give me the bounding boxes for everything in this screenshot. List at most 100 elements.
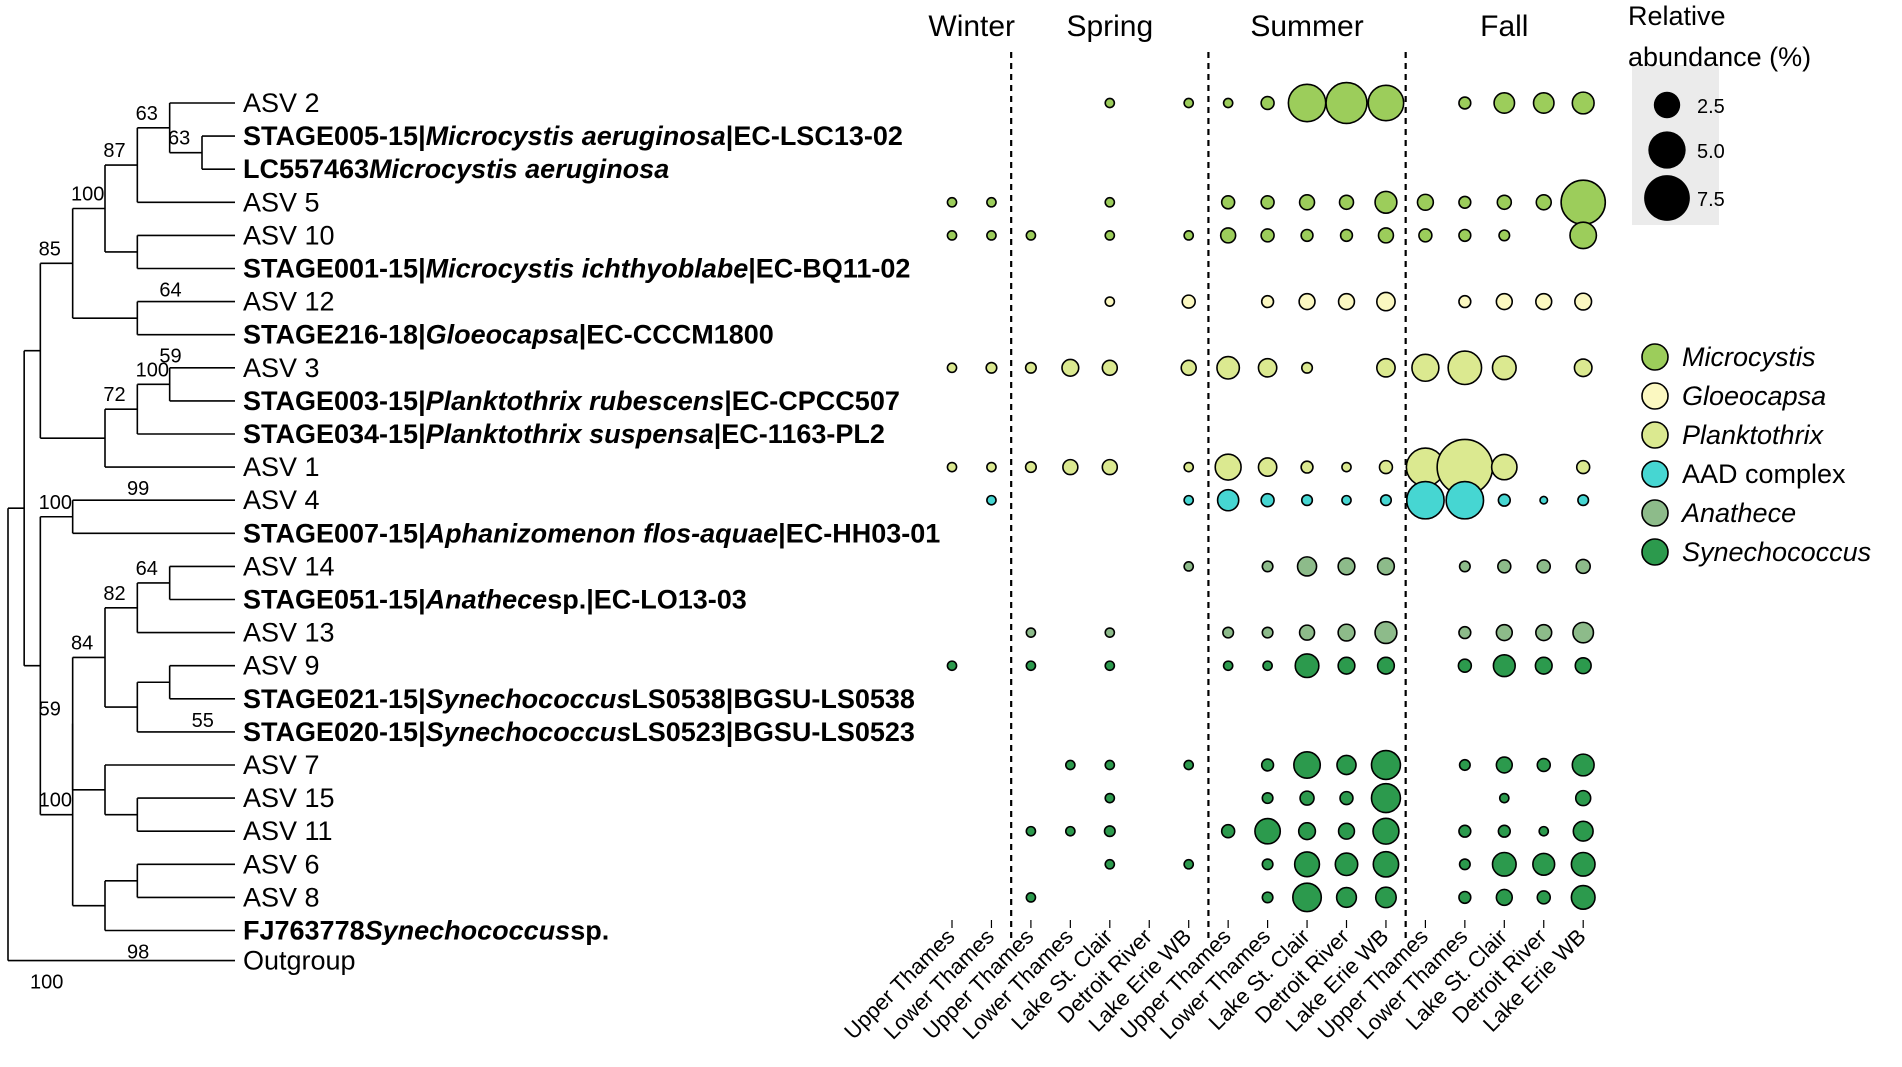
group-legend-swatch xyxy=(1641,460,1669,488)
abundance-bubble xyxy=(1104,660,1116,672)
abundance-bubble xyxy=(1298,624,1316,641)
group-legend-swatch xyxy=(1641,343,1669,371)
abundance-bubble xyxy=(1025,230,1037,241)
leaf-label-asv10: ASV 10 xyxy=(243,220,335,250)
group-legend-swatch xyxy=(1641,382,1669,410)
size-legend-label: 2.5 xyxy=(1697,96,1725,118)
abundance-bubble xyxy=(1534,656,1553,675)
abundance-bubble xyxy=(1574,789,1592,807)
abundance-bubble xyxy=(1261,560,1274,573)
abundance-bubble xyxy=(1104,230,1116,241)
abundance-bubble xyxy=(1025,660,1037,672)
abundance-bubble xyxy=(1337,292,1356,311)
leaf-label-stage003: STAGE003-15|Planktothrix rubescens|EC-CP… xyxy=(243,386,900,416)
abundance-bubble xyxy=(1498,792,1510,804)
abundance-bubble xyxy=(1374,190,1398,214)
abundance-bubble xyxy=(1496,194,1513,211)
abundance-bubble xyxy=(1334,852,1359,877)
leaf-label-stage021: STAGE021-15|SynechococcusLS0538|BGSU-LS0… xyxy=(243,684,915,714)
group-legend-label: Synechococcus xyxy=(1682,537,1871,567)
leaf-label-fj763778: FJ763778Synechococcussp. xyxy=(243,916,609,946)
group-legend-label: Planktothrix xyxy=(1682,420,1825,450)
abundance-bubble xyxy=(1296,556,1318,577)
abundance-bubble xyxy=(1532,852,1556,876)
season-header: Spring xyxy=(1066,10,1153,43)
abundance-bubble xyxy=(1261,858,1274,871)
abundance-bubble xyxy=(986,230,997,241)
abundance-bubble xyxy=(1497,824,1512,838)
leaf-label-asv9: ASV 9 xyxy=(243,651,320,681)
abundance-bubble xyxy=(1103,825,1116,838)
group-legend-swatch xyxy=(1641,538,1669,566)
abundance-bubble xyxy=(1216,355,1241,380)
abundance-bubble xyxy=(1458,560,1471,573)
bootstrap-support: 100 xyxy=(30,972,63,994)
abundance-bubble xyxy=(1574,292,1593,311)
abundance-bubble xyxy=(1061,358,1080,377)
abundance-bubble xyxy=(1222,97,1234,109)
abundance-bubble xyxy=(1024,361,1037,374)
abundance-bubble xyxy=(1493,91,1516,115)
abundance-bubble xyxy=(1379,494,1393,507)
abundance-bubble xyxy=(1262,660,1273,672)
group-legend-label: Gloeocapsa xyxy=(1682,381,1826,411)
abundance-bubble xyxy=(1101,359,1119,377)
bootstrap-support: 64 xyxy=(159,280,181,302)
abundance-bubble xyxy=(1325,81,1368,125)
leaf-label-asv12: ASV 12 xyxy=(243,287,335,317)
abundance-bubble xyxy=(1374,620,1398,645)
bootstrap-support: 63 xyxy=(136,103,158,125)
size-legend-label: 7.5 xyxy=(1697,189,1725,211)
bootstrap-support: 59 xyxy=(159,346,181,368)
abundance-bubble xyxy=(1376,357,1396,378)
leaf-label-asv3: ASV 3 xyxy=(243,353,320,383)
abundance-bubble xyxy=(1491,851,1517,877)
abundance-bubble xyxy=(1376,557,1396,576)
abundance-bubble xyxy=(1297,822,1317,841)
leaf-label-asv5: ASV 5 xyxy=(243,187,320,217)
abundance-bubble xyxy=(1300,460,1314,474)
abundance-bubble xyxy=(1101,458,1119,476)
leaf-label-asv2: ASV 2 xyxy=(243,88,320,118)
abundance-bubble xyxy=(1104,627,1116,638)
abundance-bubble xyxy=(1372,850,1400,878)
abundance-bubble xyxy=(1574,656,1592,675)
abundance-bubble xyxy=(1457,658,1473,673)
abundance-bubble xyxy=(1538,825,1550,837)
abundance-bubbles xyxy=(946,81,1607,913)
abundance-bubble xyxy=(1337,557,1356,576)
abundance-bubble xyxy=(1376,291,1396,312)
abundance-bubble xyxy=(1374,886,1397,909)
bootstrap-support: 98 xyxy=(127,942,149,964)
abundance-bubble xyxy=(1260,294,1275,309)
leaf-label-stage034: STAGE034-15|Planktothrix suspensa|EC-116… xyxy=(243,419,885,449)
leaf-label-asv8: ASV 8 xyxy=(243,882,320,912)
abundance-bubble xyxy=(1261,626,1274,639)
leaf-label-lc557463: LC557463Microcystis aeruginosa xyxy=(243,154,669,184)
leaf-label-asv15: ASV 15 xyxy=(243,783,335,813)
abundance-bubble xyxy=(1216,488,1240,512)
abundance-bubble xyxy=(1535,292,1553,311)
abundance-bubble xyxy=(1299,790,1315,806)
abundance-bubble xyxy=(946,196,958,208)
abundance-bubble xyxy=(1458,890,1472,905)
abundance-bubble xyxy=(1572,621,1595,644)
abundance-bubble xyxy=(1341,494,1352,506)
abundance-bubble xyxy=(1536,559,1552,574)
leaf-label-stage051: STAGE051-15|Anathecesp.|EC-LO13-03 xyxy=(243,585,747,615)
abundance-bubble xyxy=(1260,758,1275,772)
abundance-bubble xyxy=(1495,292,1514,311)
bootstrap-support: 55 xyxy=(192,710,214,732)
abundance-bubble xyxy=(1300,361,1314,374)
season-header: Fall xyxy=(1480,10,1528,43)
abundance-bubble xyxy=(1260,228,1275,243)
abundance-bubble xyxy=(1490,453,1518,481)
abundance-bubble xyxy=(1336,754,1357,776)
abundance-bubble xyxy=(1300,228,1314,243)
bootstrap-support: 64 xyxy=(136,558,158,580)
abundance-bubble xyxy=(1104,792,1116,804)
abundance-bubble xyxy=(1260,95,1275,111)
abundance-bubble xyxy=(1370,782,1402,814)
